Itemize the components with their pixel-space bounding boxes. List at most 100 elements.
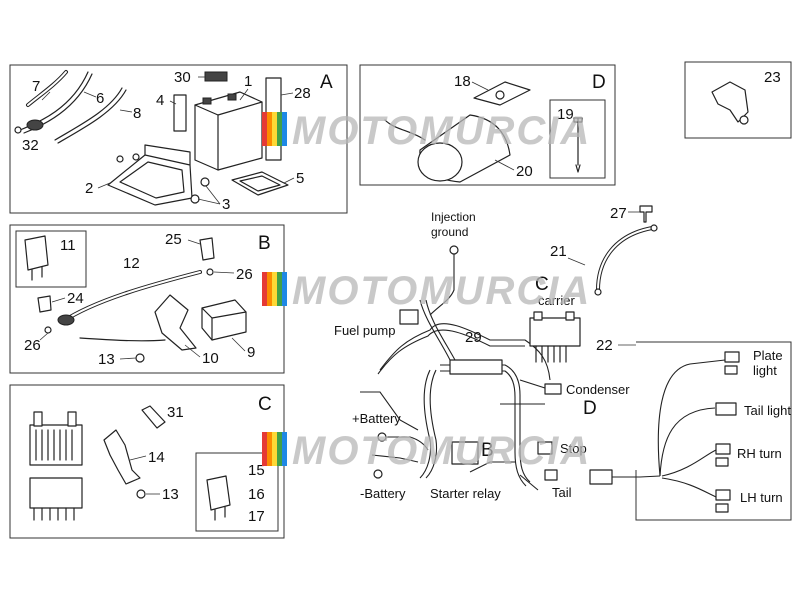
terminal-32 <box>26 119 44 131</box>
callout-30: 30 <box>174 69 191 86</box>
nut-13-b <box>135 353 145 363</box>
nut-13-c <box>136 489 146 499</box>
bracket-10 <box>154 294 197 351</box>
harness-29 <box>379 323 551 381</box>
callout-21: 21 <box>550 243 567 260</box>
callout-13-b: 13 <box>98 351 115 368</box>
callout-28: 28 <box>294 85 311 102</box>
branch-lh-turn <box>661 477 717 498</box>
bolt-27 <box>639 205 653 223</box>
callout-2: 2 <box>85 180 93 197</box>
callout-18: 18 <box>454 73 471 90</box>
rear-harness-connector <box>589 469 613 485</box>
watermark-2: MOTOMURCIA <box>262 269 591 313</box>
callout-25: 25 <box>165 231 182 248</box>
callout-4: 4 <box>156 92 164 109</box>
overlay-letter-b: B <box>481 440 494 461</box>
part-4-strip <box>173 94 187 132</box>
callout-12: 12 <box>123 255 140 272</box>
starter-relay <box>451 441 479 465</box>
plate-light-connector <box>724 351 740 363</box>
cable-6 <box>19 71 89 131</box>
overlay-letter-c: C <box>535 274 549 295</box>
stop-connector <box>537 441 553 455</box>
label-fuel-pump: Fuel pump <box>334 323 395 338</box>
wire-10 <box>79 337 166 342</box>
callout-6: 6 <box>96 90 104 107</box>
callout-1: 1 <box>244 73 252 90</box>
fuse-11 <box>24 235 49 271</box>
callout-22: 22 <box>596 337 613 354</box>
panel-a: A <box>9 64 348 214</box>
callout-20: 20 <box>516 163 533 180</box>
label-lh-turn: LH turn <box>740 490 783 505</box>
callout-14: 14 <box>148 449 165 466</box>
label-plus-battery: +Battery <box>352 411 401 426</box>
branch-plate-light <box>657 359 726 477</box>
panel-c-letter: C <box>258 394 272 415</box>
tail-connector <box>544 469 558 481</box>
bolt-25 <box>199 237 215 261</box>
callout-7: 7 <box>32 78 40 95</box>
panel-d-letter: D <box>592 72 606 93</box>
callout-29: 29 <box>465 329 482 346</box>
callout-19: 19 <box>557 106 574 123</box>
callout-10: 10 <box>202 350 219 367</box>
callout-8: 8 <box>133 105 141 122</box>
battery-1 <box>194 91 263 171</box>
watermark-1-text: MOTOMURCIA <box>292 109 591 153</box>
watermark-1: MOTOMURCIA <box>262 109 591 153</box>
canister-20 <box>384 114 511 183</box>
label-stop: Stop <box>560 441 587 456</box>
pad-5 <box>231 171 289 196</box>
panel-23: 23 <box>684 61 792 139</box>
label-minus-battery: -Battery <box>360 486 406 501</box>
panel-d: D 18 19 20 <box>359 64 616 186</box>
branch-tail-light <box>659 407 716 477</box>
callout-15: 15 <box>248 462 265 479</box>
label-rh-turn: RH turn <box>737 446 782 461</box>
panel-c: C 31 14 13 15 16 17 <box>9 384 285 539</box>
tail-light-connector <box>715 402 737 416</box>
watermark-3-text: MOTOMURCIA <box>292 429 591 473</box>
panel-b-letter: B <box>258 233 271 254</box>
panel-b: B 11 25 12 26 24 26 13 10 9 <box>9 224 285 374</box>
part-31 <box>141 405 166 429</box>
relay-9 <box>201 299 247 341</box>
fuel-pump-connector <box>399 309 419 325</box>
harness-sleeve <box>449 359 503 375</box>
callout-26a: 26 <box>236 266 253 283</box>
carrier-connector-block <box>529 311 581 363</box>
callout-9: 9 <box>247 344 255 361</box>
watermark-2-text: MOTOMURCIA <box>292 269 591 313</box>
callout-32: 32 <box>22 137 39 154</box>
callout-11: 11 <box>60 237 76 254</box>
callout-13-c: 13 <box>162 486 179 503</box>
callout-17: 17 <box>248 508 265 525</box>
label-tail-light: Tail light <box>744 403 791 418</box>
bolt-24 <box>37 295 52 313</box>
bolt-30 <box>204 71 228 82</box>
injection-ground-terminal <box>449 245 459 255</box>
bracket-14 <box>103 429 141 485</box>
minus-battery-terminal <box>373 469 383 479</box>
panel-a-letter: A <box>320 72 333 93</box>
callout-16: 16 <box>248 486 265 503</box>
panel-22-frame <box>635 341 792 521</box>
callout-24: 24 <box>67 290 84 307</box>
bolt-3a <box>200 177 210 187</box>
battery-tray-2 <box>107 144 193 206</box>
callout-3: 3 <box>222 196 230 213</box>
label-carrier: carrier <box>538 293 576 308</box>
label-condenser: Condenser <box>566 382 630 397</box>
callout-26b: 26 <box>24 337 41 354</box>
lh-turn-connector <box>715 489 731 501</box>
washer-26a <box>206 268 214 276</box>
